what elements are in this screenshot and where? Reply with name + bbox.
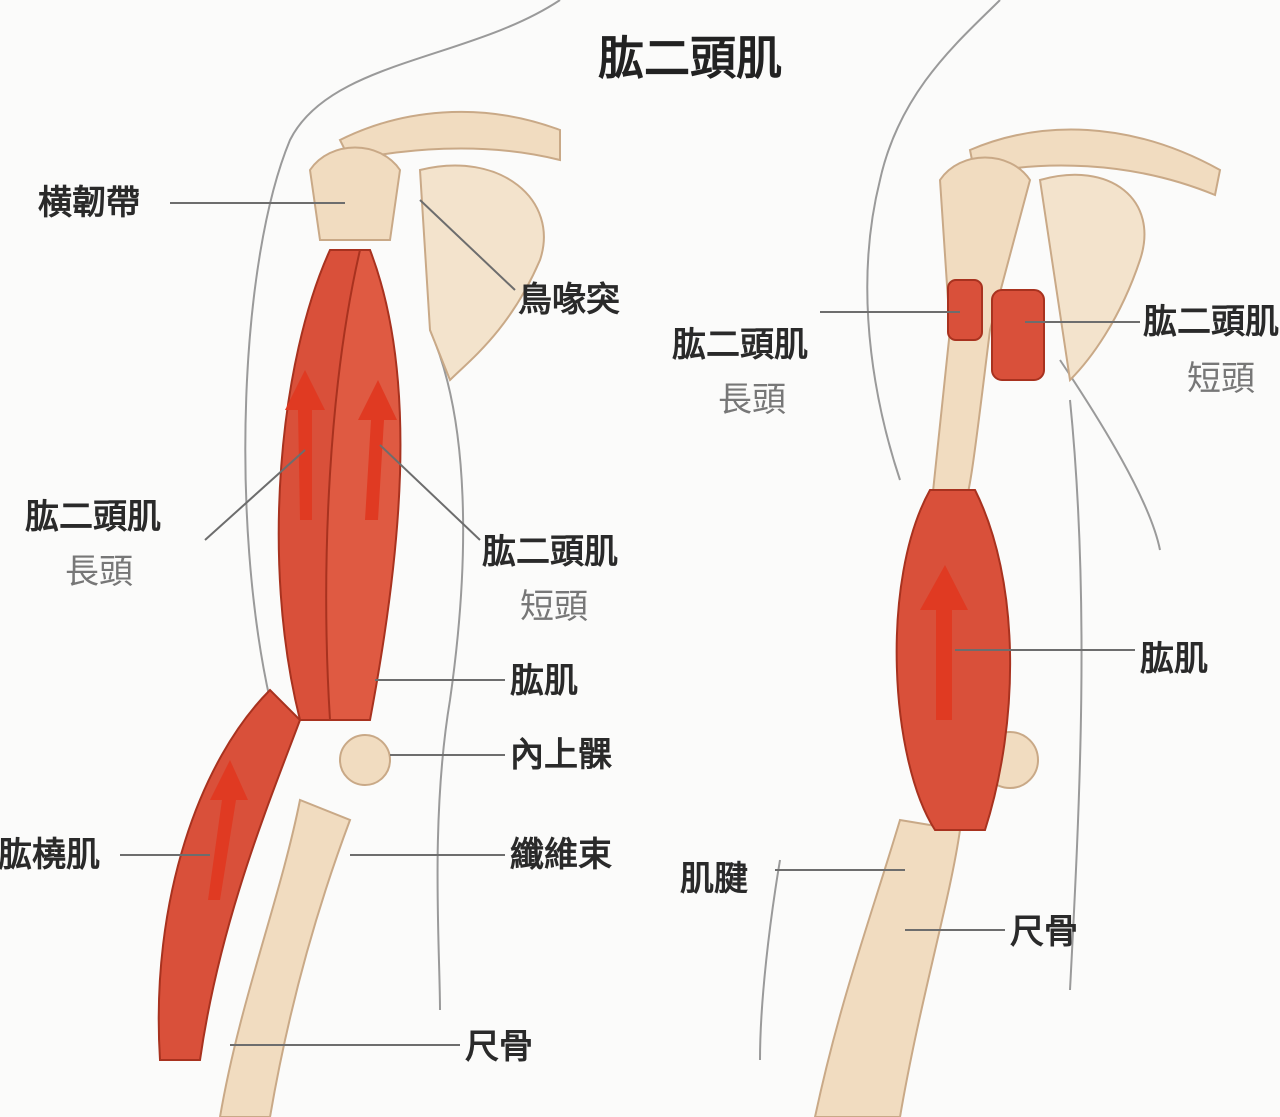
left-clavicle	[338, 110, 561, 162]
label-fiber-bundle: 纖維束	[510, 835, 612, 875]
right-biceps-long-stump	[947, 279, 983, 341]
label-biceps-short: 肱二頭肌	[482, 532, 618, 572]
right-forearm-outline	[759, 859, 781, 1061]
left-brachioradialis	[157, 688, 302, 1061]
label-right-biceps-long: 肱二頭肌	[672, 325, 808, 365]
leader-line	[204, 449, 306, 541]
label-ulna-left: 尺骨	[465, 1027, 533, 1067]
right-forearm	[813, 818, 962, 1117]
left-arrow-brachioradialis	[208, 760, 248, 900]
left-arrow-long	[285, 370, 325, 520]
label-ulna-right: 尺骨	[1010, 912, 1078, 952]
label-long-head: 長頭	[65, 552, 133, 592]
right-clavicle	[968, 128, 1222, 197]
right-arm-outline	[1059, 359, 1161, 551]
label-tendon: 肌腱	[680, 859, 748, 899]
label-right-short-head: 短頭	[1187, 359, 1255, 399]
left-body-outline	[244, 0, 561, 701]
right-brachialis	[895, 489, 1012, 831]
left-scapula	[418, 164, 545, 382]
right-scapula	[1038, 173, 1146, 383]
right-body-outline	[866, 0, 1001, 481]
leader-line	[379, 444, 481, 541]
label-short-head: 短頭	[520, 587, 588, 627]
left-arm-outline	[429, 329, 465, 1011]
leader-line	[419, 199, 516, 291]
left-arrow-short	[358, 380, 397, 520]
label-right-biceps-short: 肱二頭肌	[1143, 302, 1279, 342]
right-arrow-brachialis	[920, 565, 968, 720]
left-ulna	[218, 798, 352, 1117]
label-right-long-head: 長頭	[718, 380, 786, 420]
right-biceps-short-stump	[991, 289, 1045, 381]
label-brachialis: 肱肌	[510, 661, 578, 701]
right-arm-outline-2	[1069, 399, 1083, 991]
left-epicondyle	[339, 734, 391, 786]
label-biceps-long: 肱二頭肌	[25, 497, 161, 537]
page-title: 肱二頭肌	[598, 31, 782, 85]
label-right-brachialis: 肱肌	[1140, 639, 1208, 679]
left-biceps-short	[325, 249, 402, 721]
left-humerus-head	[308, 146, 402, 241]
label-medial-epicondyle: 內上髁	[510, 735, 612, 775]
label-transverse-ligament: 横韌帶	[38, 183, 140, 223]
label-brachioradialis: 肱橈肌	[0, 835, 100, 875]
label-coracoid: 鳥喙突	[518, 280, 620, 320]
